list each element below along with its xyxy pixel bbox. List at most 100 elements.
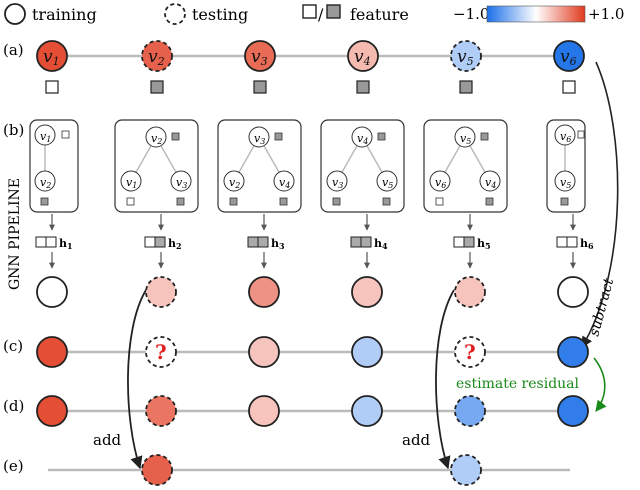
node-a-2 [141,40,173,72]
add-label-2: add [402,431,431,449]
embedding-cell-right-2 [154,236,166,248]
gnn-output-4 [351,276,383,308]
embedding-cell-left-3 [247,236,259,248]
residual-c-5 [454,336,486,368]
estimate-residual-label: estimate residual [456,376,580,392]
legend-feature-gray-icon [326,4,341,19]
add-arrow-1 [127,289,147,470]
embedding-label-6: h6 [580,237,594,251]
legend-training-label: training [32,5,97,24]
svg-text:v6: v6 [435,176,446,190]
residual-d-3 [248,395,280,427]
residual-c-6 [557,336,589,368]
legend-testing-icon [164,3,186,25]
embedding-cell-left-5 [453,236,465,248]
embedding-label-3: h3 [271,237,285,251]
embedding-cell-right-5 [463,236,475,248]
side-label-gnn-pipeline: GNN PIPELINE [7,178,23,290]
final-prediction-v2 [141,454,173,486]
embedding-label-5: h5 [477,237,491,251]
svg-text:v4: v4 [357,132,368,146]
final-prediction-v5 [450,454,482,486]
node-a-4 [347,40,379,72]
unknown-residual-2: ? [155,340,167,364]
feature-box-6 [562,80,576,94]
embedding-cell-right-1 [45,236,57,248]
subgraph-3: v3 v2 v4 [217,119,302,213]
svg-text:v4: v4 [279,176,290,190]
node-a-1 [36,40,68,72]
residual-d-4 [351,395,383,427]
legend-feature-sep: / [318,5,324,24]
row-label-d: (d) [3,397,24,415]
gnn-output-5 [454,276,486,308]
node-a-6 [553,40,585,72]
add-label-1: add [93,431,122,449]
residual-d-1 [36,395,68,427]
add-arrow-2 [435,289,455,470]
subtract-arrow [581,61,619,348]
row-label-e: (e) [3,457,24,475]
embedding-label-2: h2 [168,237,182,251]
subgraph-2: v2 v1 v3 [114,119,199,213]
row-label-a: (a) [3,41,24,59]
feature-box-4 [356,80,370,94]
estimate-residual-arrow [593,357,607,412]
row-label-c: (c) [3,337,23,355]
residual-d-6 [557,395,589,427]
row-label-b: (b) [3,121,24,139]
svg-text:v2: v2 [40,176,51,190]
subgraph-4: v4 v3 v5 [320,119,405,213]
embedding-cell-left-2 [144,236,156,248]
embedding-cell-left-4 [350,236,362,248]
embedding-label-1: h1 [59,237,73,251]
svg-text:v3: v3 [254,132,265,146]
svg-text:v5: v5 [460,132,471,146]
residual-d-2 [145,395,177,427]
embedding-label-4: h4 [374,237,388,251]
embedding-cell-right-6 [566,236,578,248]
residual-c-1 [36,336,68,368]
subgraph-5: v5 v6 v4 [423,119,508,213]
residual-c-3 [248,336,280,368]
svg-text:v3: v3 [176,176,187,190]
legend: training testing / feature −1.0 +1.0 [4,3,624,25]
svg-text:v3: v3 [332,176,343,190]
gnn-output-6 [557,276,589,308]
node-a-3 [244,40,276,72]
svg-text:v1: v1 [126,176,137,190]
svg-text:v4: v4 [485,176,496,190]
gnn-output-2 [145,276,177,308]
embedding-cell-left-1 [35,236,47,248]
feature-box-3 [253,80,267,94]
subgraph-1: v1 v2 [29,119,79,213]
feature-box-1 [45,80,59,94]
svg-text:v6: v6 [560,130,571,144]
embedding-cell-right-3 [257,236,269,248]
embedding-cell-right-4 [360,236,372,248]
svg-text:v2: v2 [229,176,240,190]
legend-training-icon [4,3,26,25]
embedding-cell-left-6 [556,236,568,248]
subtract-label: subtract [586,276,617,338]
legend-feature-white-icon [302,4,317,19]
legend-scale-min: −1.0 [453,5,489,23]
svg-text:v5: v5 [382,176,393,190]
legend-colorbar [486,5,586,23]
residual-c-4 [351,336,383,368]
svg-text:v2: v2 [151,132,162,146]
svg-text:v5: v5 [560,176,571,190]
unknown-residual-5: ? [464,340,476,364]
gnn-output-3 [248,276,280,308]
node-a-5 [450,40,482,72]
feature-box-5 [459,80,473,94]
dynamic-marks: v1 v2 v3 v4 v5 v6 h1 h2 h3 h4 h5 h6?? [35,40,594,486]
feature-box-2 [150,80,164,94]
residual-c-2 [145,336,177,368]
legend-feature-label: feature [350,5,409,24]
legend-testing-label: testing [192,5,248,24]
svg-text:v1: v1 [40,130,51,144]
subgraph-6: v6 v5 [546,119,586,213]
residual-d-5 [454,395,486,427]
